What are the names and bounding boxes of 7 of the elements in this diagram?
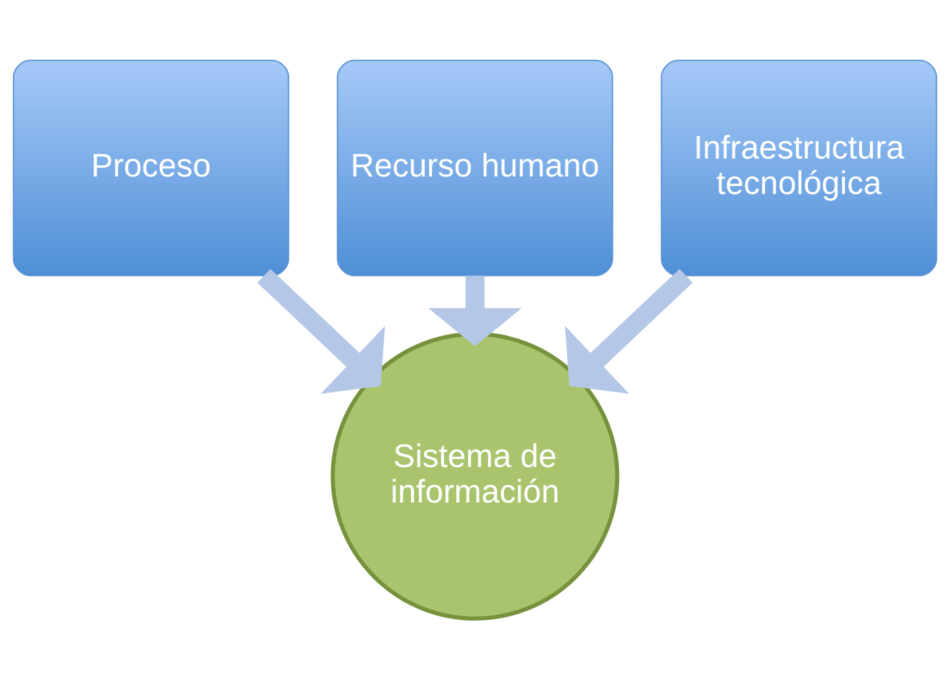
node-box: Proceso: [12, 60, 290, 276]
arrow: [257, 268, 386, 394]
arrow: [564, 268, 693, 394]
arrow: [428, 276, 522, 346]
node-box: Infraestructura tecnológica: [660, 60, 938, 276]
node-circle: Sistema de información: [330, 332, 620, 621]
node-box: Recurso humano: [336, 60, 614, 276]
